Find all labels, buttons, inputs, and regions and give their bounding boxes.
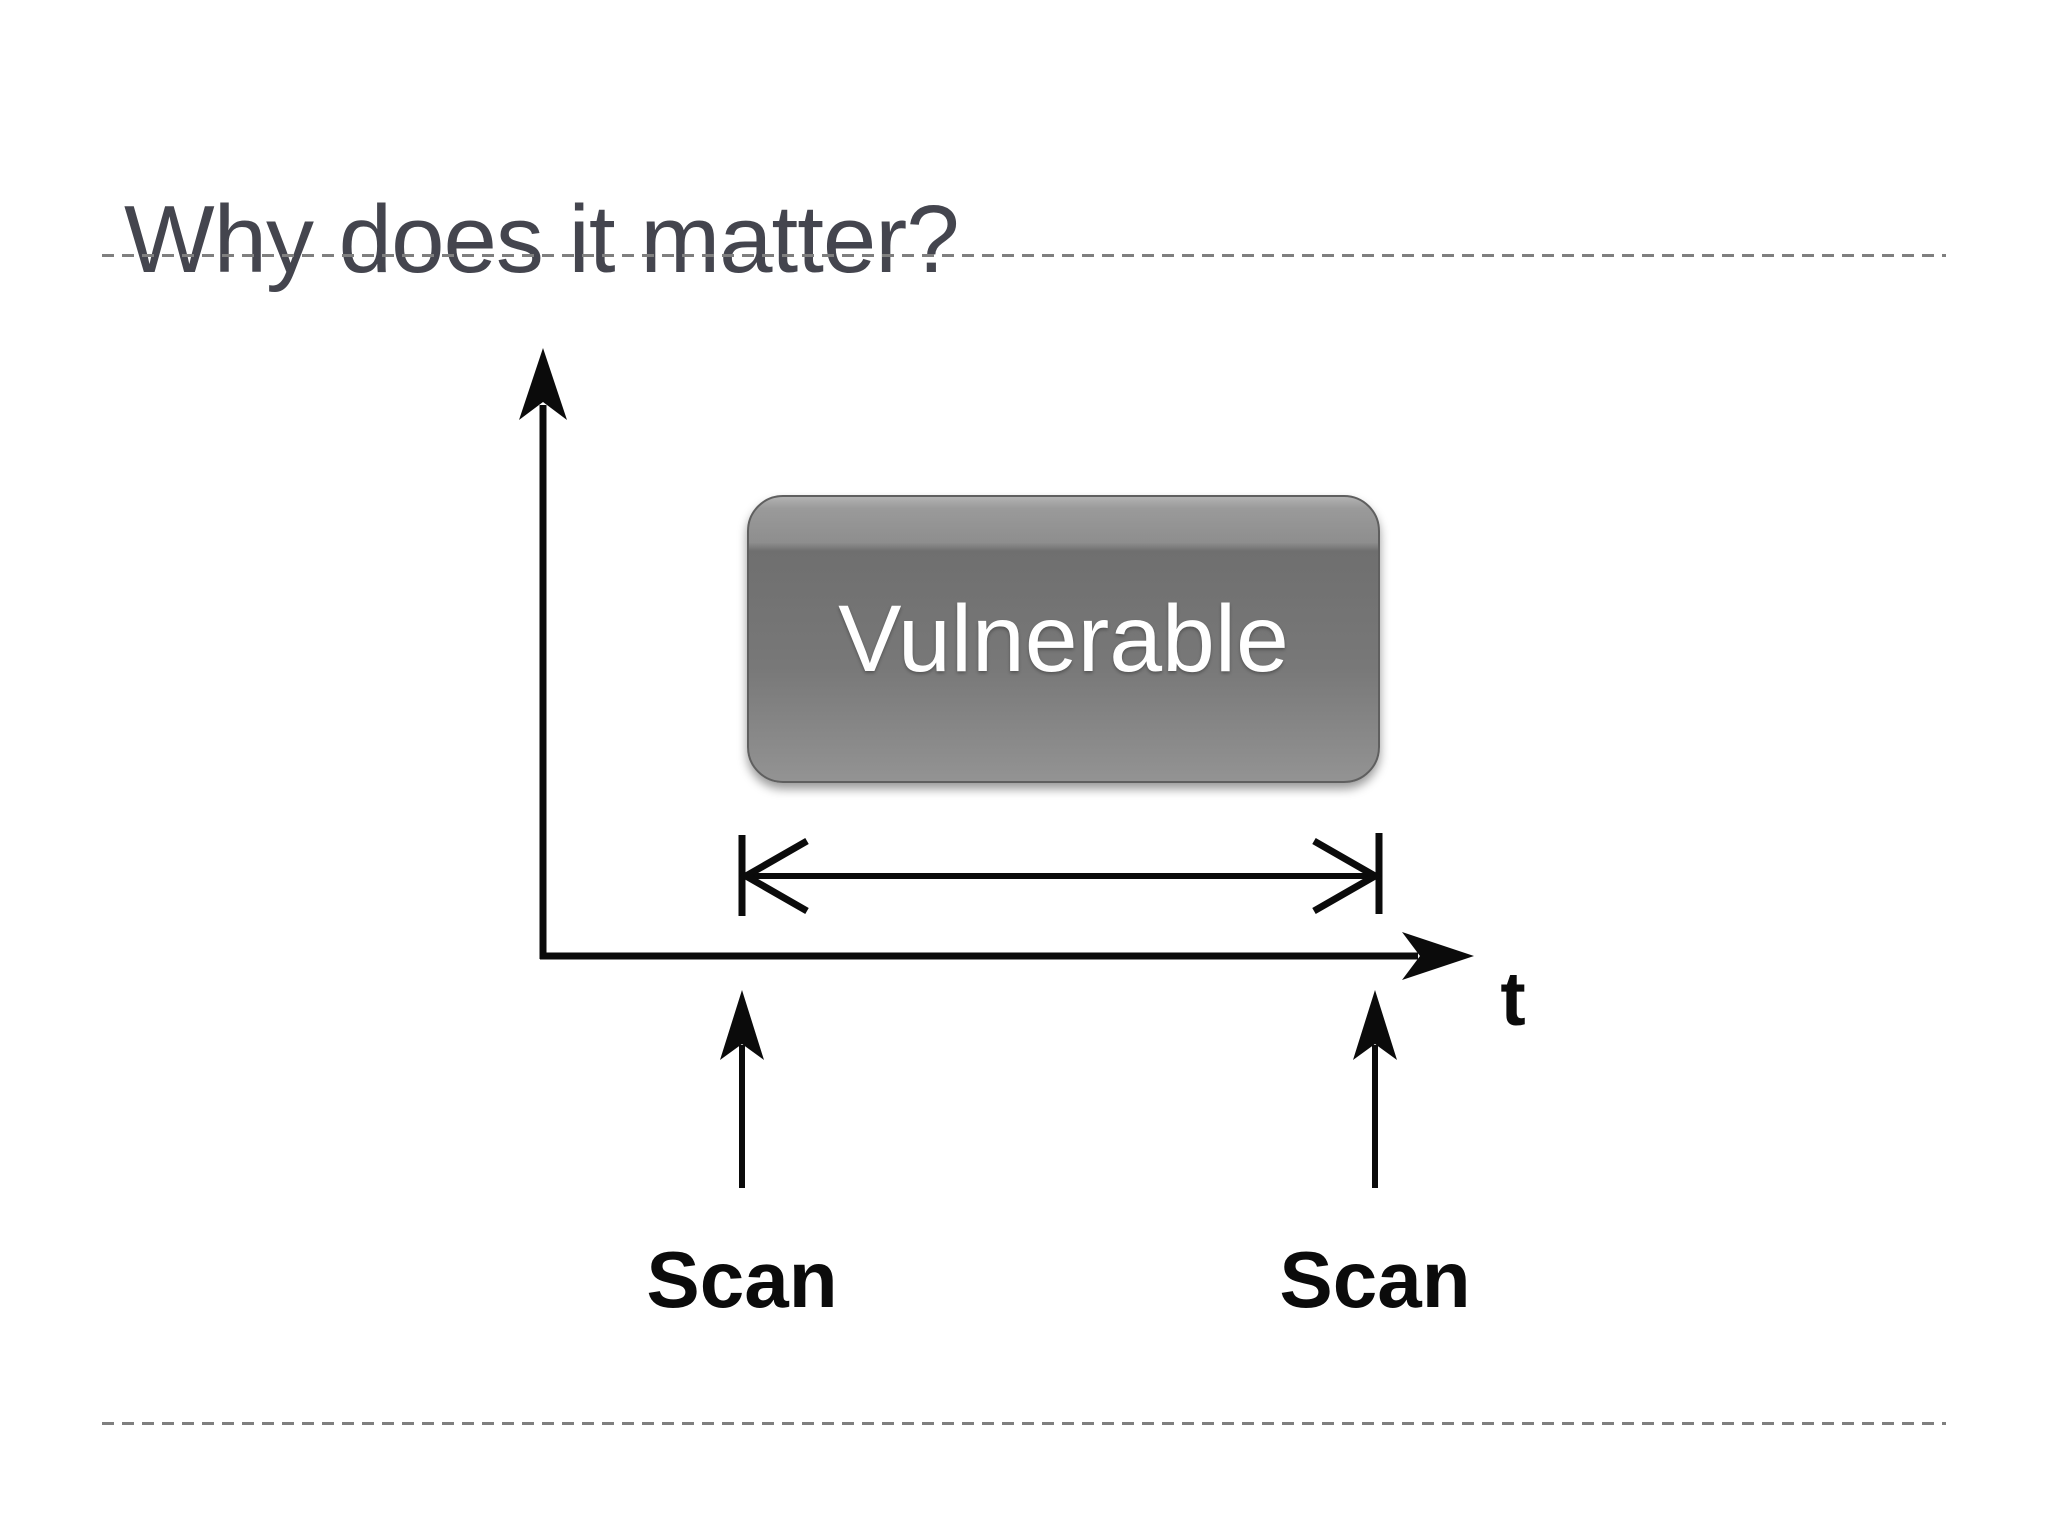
scan-arrow-right-arrowhead-icon [1353, 990, 1397, 1060]
bottom-divider [102, 1422, 1946, 1425]
vulnerable-box-label: Vulnerable [838, 585, 1289, 692]
time-axis-label: t [1500, 957, 1526, 1042]
scan-arrow-left-arrowhead-icon [720, 990, 764, 1060]
title-divider [102, 254, 1946, 257]
time-axis-arrowhead-icon [1402, 932, 1474, 980]
scan-arrow-right [1353, 990, 1397, 1188]
time-axis [540, 932, 1474, 980]
y-axis-arrowhead-icon [519, 348, 567, 420]
page-title: Why does it matter? [124, 186, 960, 294]
vulnerable-box: Vulnerable [747, 495, 1380, 783]
window-span-right-arrowhead-icon [1312, 837, 1383, 915]
y-axis [519, 348, 567, 959]
window-span-left-arrowhead-icon [738, 837, 809, 915]
scan-arrow-left [720, 990, 764, 1188]
scan-label-right: Scan [1279, 1235, 1471, 1324]
window-span-arrow [738, 837, 1383, 915]
scan-label-left: Scan [646, 1235, 838, 1324]
